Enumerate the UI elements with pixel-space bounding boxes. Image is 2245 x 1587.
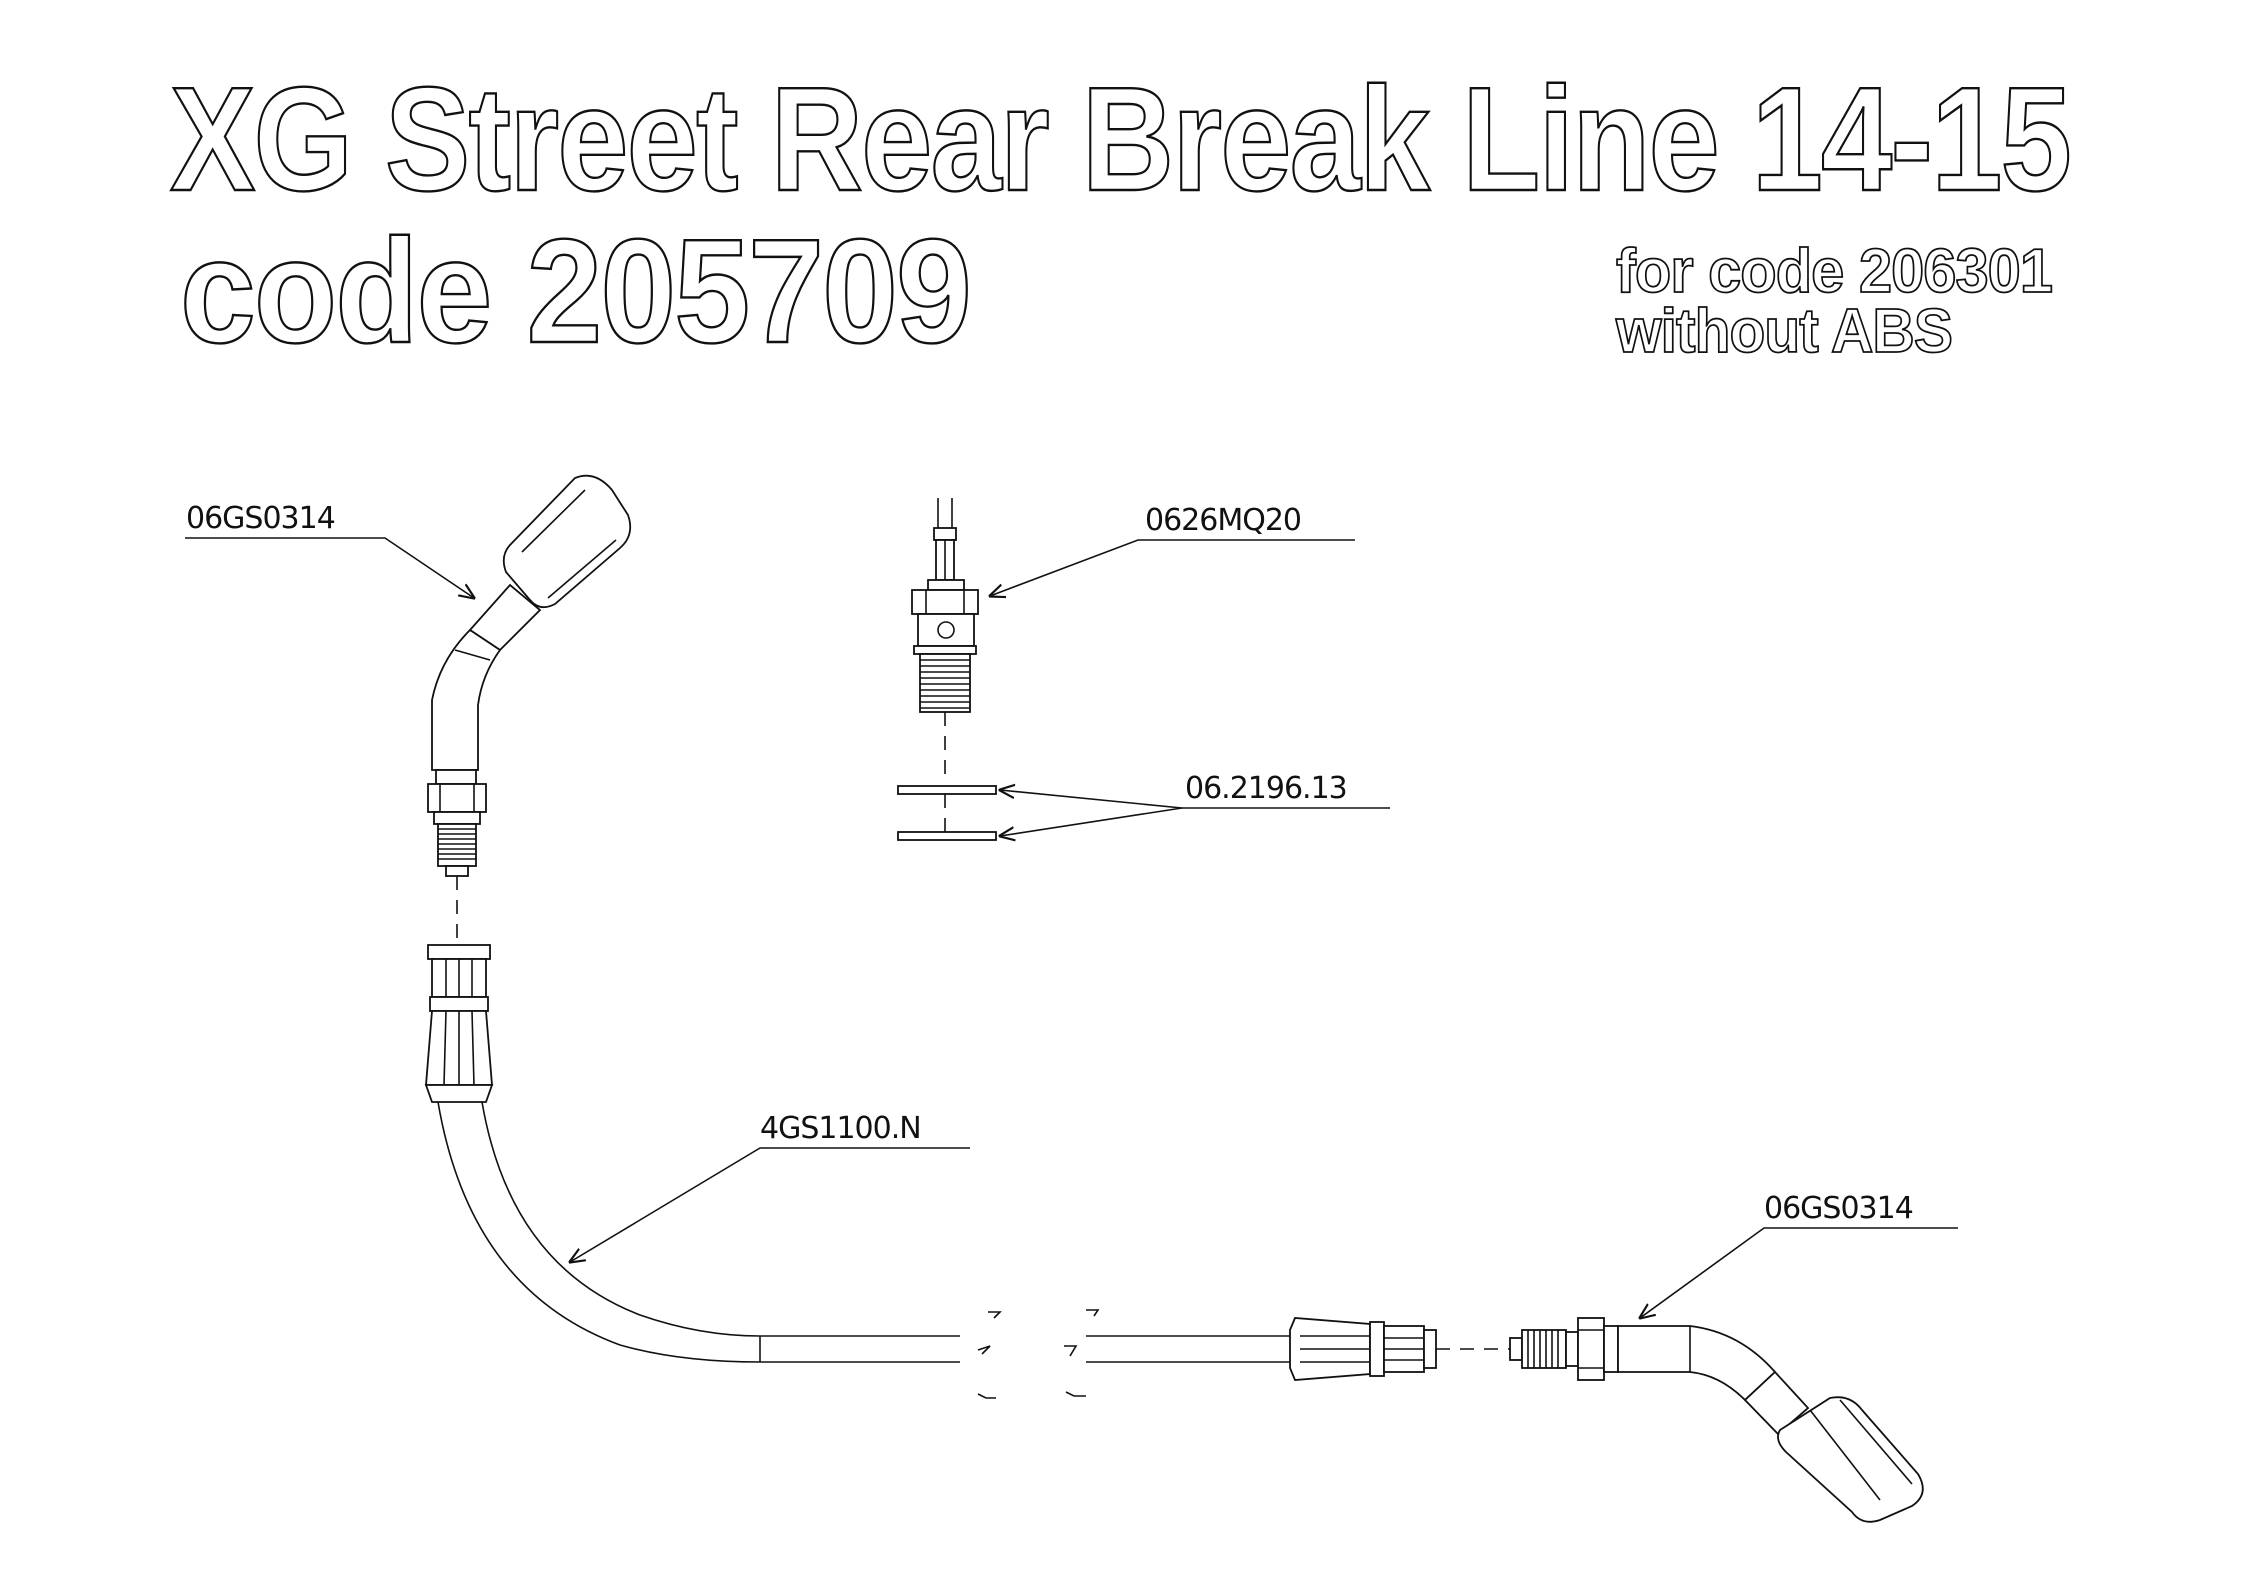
banjo-fitting-right <box>1509 1317 1924 1523</box>
title-line-1: XG Street Rear Break Line 14-15 <box>170 57 2070 222</box>
leader-hose: 4GS1100.N <box>570 1111 970 1262</box>
bleeder-screw <box>911 498 979 713</box>
part-label-bleeder: 0626MQ20 <box>1145 503 1301 538</box>
leader-washers: 06.2196.13 <box>1000 771 1390 836</box>
title-line-2: code 205709 <box>180 209 970 374</box>
hose-nut-top <box>424 944 494 1103</box>
brake-hose <box>437 1101 1290 1399</box>
note-line-2: without ABS <box>1615 297 1952 366</box>
part-label-banjo-top: 06GS0314 <box>186 501 335 536</box>
leader-banjo-top: 06GS0314 <box>185 501 474 598</box>
leader-bleeder: 0626MQ20 <box>990 503 1355 596</box>
hose-nut-right <box>1289 1317 1437 1381</box>
copper-washers <box>897 785 997 841</box>
part-label-washers: 06.2196.13 <box>1185 771 1347 806</box>
part-label-hose: 4GS1100.N <box>760 1111 921 1146</box>
part-label-banjo-right: 06GS0314 <box>1764 1191 1913 1226</box>
banjo-fitting-top <box>427 474 632 877</box>
note-line-1: for code 206301 <box>1616 237 2052 306</box>
leader-banjo-right: 06GS0314 <box>1640 1191 1958 1318</box>
